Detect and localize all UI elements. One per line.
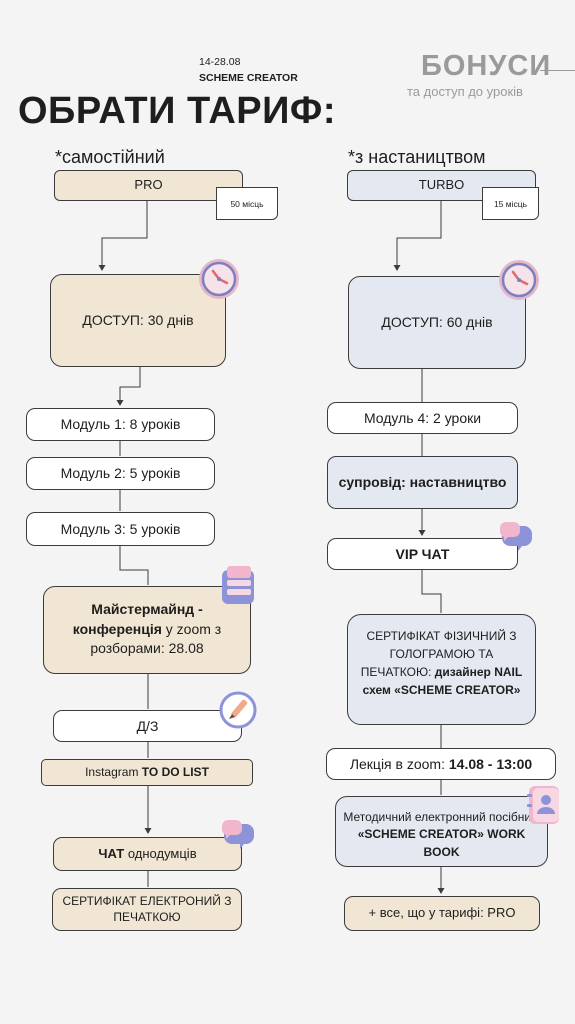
brand-name: SCHEME CREATOR bbox=[199, 72, 298, 84]
page-title: ОБРАТИ ТАРИФ: bbox=[18, 90, 337, 132]
manual-bold: «SCHEME CREATOR» WORK BOOK bbox=[357, 827, 526, 859]
lecture-box: Лекція в zoom: 14.08 - 13:00 bbox=[326, 748, 556, 780]
clock-icon bbox=[199, 259, 239, 299]
clock-icon bbox=[499, 260, 539, 300]
lecture-plain: Лекція в zoom: bbox=[349, 755, 449, 772]
instagram-todo-box: Instagram TO DO LIST bbox=[41, 759, 253, 786]
chat-bubble-icon bbox=[221, 820, 254, 849]
certificate-physical-bold: дизайнер NAIL схем «SCHEME CREATOR» bbox=[362, 665, 523, 697]
instagram-prefix: Instagram bbox=[85, 764, 142, 779]
pencil-icon bbox=[219, 691, 257, 729]
access-box-turbo: ДОСТУП: 60 днів bbox=[348, 276, 526, 369]
manual-plain: Методичний електронний посібник: bbox=[343, 810, 540, 824]
left-column-heading: *самостійний bbox=[55, 147, 165, 167]
instagram-todo-bold: TO DO LIST bbox=[141, 764, 209, 779]
module-4-box: Модуль 4: 2 уроки bbox=[327, 402, 518, 434]
folder-stack-icon bbox=[222, 566, 254, 604]
module-2-box: Модуль 2: 5 уроків bbox=[26, 457, 215, 490]
access-box-pro: ДОСТУП: 30 днів bbox=[50, 274, 226, 367]
bonus-subtitle: та доступ до уроків bbox=[407, 84, 523, 99]
certificate-physical-plain: СЕРТИФІКАТ ФІЗИЧНИЙ З ГОЛОГРАМОЮ ТА ПЕЧА… bbox=[360, 629, 517, 679]
chat-bold: ЧАТ bbox=[98, 845, 125, 861]
mastermind-rest: у zoom з розборами: 28.08 bbox=[90, 620, 222, 657]
certificate-physical-box: СЕРТИФІКАТ ФІЗИЧНИЙ З ГОЛОГРАМОЮ ТА ПЕЧА… bbox=[347, 614, 536, 725]
mastermind-box: Майстермайнд - конференція у zoom з розб… bbox=[43, 586, 251, 674]
right-column-heading: *з настаництвом bbox=[348, 147, 486, 167]
contact-book-icon bbox=[527, 786, 559, 824]
homework-box: Д/З bbox=[53, 710, 242, 742]
bonus-title: БОНУСИ bbox=[421, 50, 552, 82]
plus-pro-box: + все, що у тарифі: PRO bbox=[344, 896, 540, 931]
manual-box: Методичний електронний посібник: «SCHEME… bbox=[335, 796, 548, 867]
seats-tag-turbo: 15 місць bbox=[482, 187, 539, 220]
module-3-box: Модуль 3: 5 уроків bbox=[26, 512, 215, 546]
chat-rest: однодумців bbox=[124, 845, 197, 861]
mastermind-bold: Майстермайнд - конференція bbox=[72, 601, 203, 637]
chat-bubble-icon bbox=[499, 522, 532, 551]
chat-box: ЧАТ однодумців bbox=[53, 837, 242, 871]
event-dates: 14-28.08 bbox=[199, 56, 241, 68]
mentoring-box: супровід: наставництво bbox=[327, 456, 518, 509]
certificate-electronic-box: СЕРТИФІКАТ ЕЛЕКТРОНИЙ З ПЕЧАТКОЮ bbox=[52, 888, 242, 931]
module-1-box: Модуль 1: 8 уроків bbox=[26, 408, 215, 441]
seats-tag-pro: 50 місць bbox=[216, 187, 278, 220]
plan-pro[interactable]: PRO bbox=[54, 170, 243, 201]
vip-chat-box: VIP ЧАТ bbox=[327, 538, 518, 570]
bonus-divider bbox=[540, 70, 575, 71]
lecture-bold: 14.08 - 13:00 bbox=[448, 755, 533, 772]
